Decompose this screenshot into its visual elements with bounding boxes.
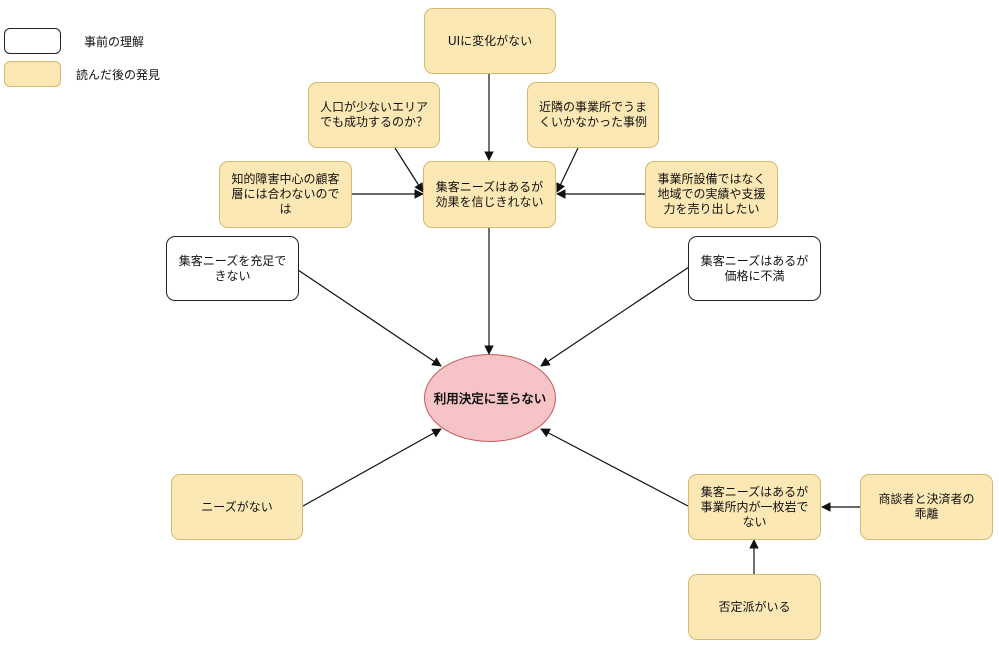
legend-prior-swatch bbox=[4, 28, 61, 54]
node-ui-no-change: UIに変化がない bbox=[424, 8, 556, 74]
node-goal: 利用決定に至らない bbox=[424, 354, 556, 442]
edge-nearby-to-doubt bbox=[556, 147, 579, 193]
legend-found-label: 読んだ後の発見 bbox=[76, 68, 161, 82]
node-price-dissatisfied: 集客ニーズはあるが 価格に不満 bbox=[688, 236, 821, 301]
legend-prior-label: 事前の理解 bbox=[84, 35, 145, 49]
node-not-united: 集客ニーズはあるが 事業所内が一枚岩で ない bbox=[688, 474, 821, 540]
edge-cannot-meet-to-goal bbox=[297, 269, 442, 367]
legend-found-swatch bbox=[4, 61, 61, 87]
node-doubt-effect: 集客ニーズはあるが 効果を信じきれない bbox=[423, 161, 556, 228]
node-nearby-failure: 近隣の事業所でうま くいかなかった事例 bbox=[527, 82, 659, 148]
node-few-people-area: 人口が少ないエリア でも成功するのか？ bbox=[308, 82, 440, 148]
node-negotiator-gap: 商談者と決済者の 乖離 bbox=[860, 474, 993, 540]
node-no-needs: ニーズがない bbox=[171, 474, 303, 540]
node-sell-regional: 事業所設備ではなく 地域での実績や支援 力を売り出したい bbox=[645, 161, 778, 228]
edge-not-united-to-goal bbox=[540, 428, 689, 507]
edge-price-to-goal bbox=[540, 266, 690, 367]
node-cannot-meet-needs: 集客ニーズを充足で きない bbox=[166, 236, 299, 301]
edge-few-people-to-doubt bbox=[394, 147, 424, 193]
node-intellectual-clients: 知的障害中心の顧客 層には合わないので は bbox=[219, 161, 352, 228]
node-opposition: 否定派がいる bbox=[688, 574, 821, 640]
edge-no-needs-to-goal bbox=[302, 428, 442, 507]
